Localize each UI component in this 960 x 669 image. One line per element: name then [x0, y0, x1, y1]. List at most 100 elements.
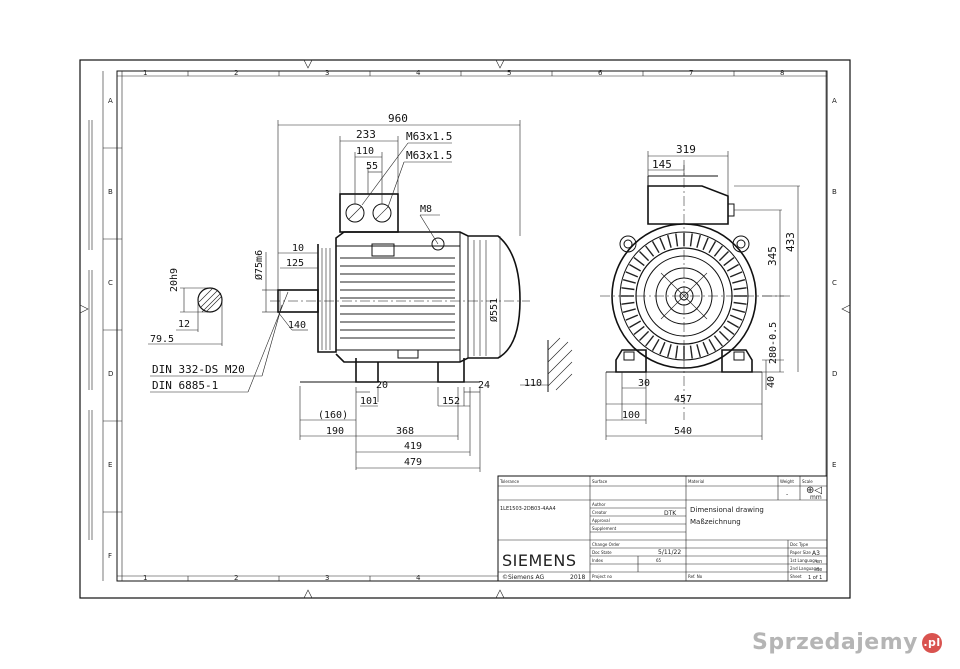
dim-foot-368: 368 [396, 426, 414, 437]
cooling-fin [639, 251, 650, 262]
row-label: F [108, 552, 112, 560]
dim-shaft-140: 140 [288, 320, 306, 331]
cooling-fin [702, 237, 709, 251]
row-labels: A B C D E F A B C D E [108, 97, 837, 560]
cooling-fin [723, 325, 735, 335]
cooling-fin [733, 287, 747, 291]
siemens-logo: SIEMENS [502, 551, 577, 570]
cooling-fin [633, 257, 645, 267]
col-label: 1 [143, 69, 147, 77]
cooling-fin [729, 271, 743, 278]
col-label: 3 [325, 69, 329, 77]
cooling-fin [708, 338, 717, 351]
tb-lang2-label: 2nd Language [790, 566, 819, 571]
tb-lang1-label: 1st Language [790, 558, 818, 563]
tb-ref-label: Ref. No [688, 574, 703, 579]
column-labels: 1 2 3 4 5 6 7 8 1 2 3 4 [143, 69, 784, 582]
dim-shaft-height-280: 280-0.5 [768, 322, 779, 364]
cooling-fin [622, 279, 636, 284]
key-section [148, 287, 223, 346]
row-label: A [832, 97, 837, 105]
dim-lifting-thread: M8 [420, 204, 432, 215]
dim-foot-20: 20 [376, 380, 388, 391]
col-label: 5 [507, 69, 511, 77]
dim-foot-457: 457 [674, 394, 692, 405]
tb-sheet-label: Sheet [790, 574, 802, 579]
row-label: C [108, 279, 113, 287]
dim-gland-2: M63x1.5 [406, 149, 452, 162]
cooling-fin [621, 287, 635, 291]
dim-shaft-height: 79.5 [150, 334, 174, 345]
col-label: 8 [780, 69, 784, 77]
cooling-fin [696, 234, 701, 248]
watermark-text: Sprzedajemy [752, 630, 918, 655]
tb-sheet: 1 of 1 [808, 575, 822, 581]
tb-change-order-label: Change Order [592, 542, 620, 547]
row-label: C [832, 279, 837, 287]
dim-gland-spacing: 110 [356, 146, 374, 157]
cooling-fin [726, 263, 739, 272]
dim-foot-160: (160) [318, 410, 348, 421]
dim-foot-24: 24 [478, 380, 490, 391]
dim-foot-30: 30 [638, 378, 650, 389]
col-label: 7 [689, 69, 693, 77]
cooling-fin [718, 330, 729, 341]
col-label: 4 [416, 574, 421, 582]
tb-year: 2018 [570, 574, 585, 581]
dim-foot-101: 101 [360, 396, 378, 407]
tb-date: 5/11/22 [658, 549, 681, 556]
dim-terminal-box-width: 233 [356, 128, 376, 141]
col-label: 2 [234, 574, 238, 582]
dim-shaft-125: 125 [286, 258, 304, 269]
tb-project-label: Project no [592, 574, 612, 579]
dim-shaft-10: 10 [292, 243, 304, 254]
cooling-fin [625, 271, 639, 278]
cooling-fin [667, 234, 672, 248]
col-label: 2 [234, 69, 238, 77]
cooling-fin [651, 241, 660, 254]
din-332: DIN 332-DS M20 [152, 363, 245, 376]
cooling-fin [645, 335, 655, 347]
tb-title-en: Dimensional drawing [690, 506, 764, 514]
dim-height-345: 345 [766, 246, 779, 266]
dim-height-433: 433 [784, 232, 797, 252]
cooling-fin [713, 335, 723, 347]
tb-supplement-label: Supplement [592, 526, 617, 531]
dim-key-width: 20h9 [169, 268, 180, 292]
tb-tolerance-label: Tolerance [499, 479, 520, 484]
title-block: Tolerance Surface Material Weight - Scal… [497, 475, 828, 582]
tb-paper-size-label: Paper Size [790, 550, 811, 555]
col-label: 6 [598, 69, 603, 77]
tb-doc-state-label: Doc State [592, 550, 612, 555]
cooling-fin [622, 308, 636, 313]
dim-shaft-dia: Ø75m6 [253, 250, 265, 280]
cooling-fin [659, 341, 666, 355]
cooling-fin [651, 338, 660, 351]
tb-lang2: de [816, 567, 822, 573]
cooling-fin [675, 233, 679, 247]
row-label: B [832, 188, 837, 196]
projection-symbol-icon: ⊕◁ [806, 485, 822, 496]
tb-creator-label: Creator [592, 510, 607, 515]
dim-foot-479: 479 [404, 457, 422, 468]
din-6885: DIN 6885-1 [152, 379, 218, 392]
cooling-fin [621, 301, 635, 305]
dim-key-depth: 12 [178, 319, 190, 330]
tb-scale-label: Scale [802, 479, 813, 484]
cooling-fin [696, 344, 701, 358]
watermark-suffix: .pl [922, 633, 942, 653]
row-label: B [108, 188, 113, 196]
dim-foot-419: 419 [404, 441, 422, 452]
tb-paper-size: A3 [812, 550, 820, 557]
copyright-side-text [88, 120, 93, 540]
cooling-fin [729, 314, 743, 321]
tb-title-de: Maßzeichnung [690, 518, 741, 526]
dim-foot-540: 540 [674, 426, 692, 437]
tb-doc-type-label: Doc Type [790, 542, 809, 547]
tb-unit: mm [810, 494, 822, 501]
cooling-fin [629, 263, 642, 272]
dim-frame-dia: Ø551 [488, 298, 500, 322]
cooling-fin [633, 325, 645, 335]
cooling-fin [732, 279, 746, 284]
